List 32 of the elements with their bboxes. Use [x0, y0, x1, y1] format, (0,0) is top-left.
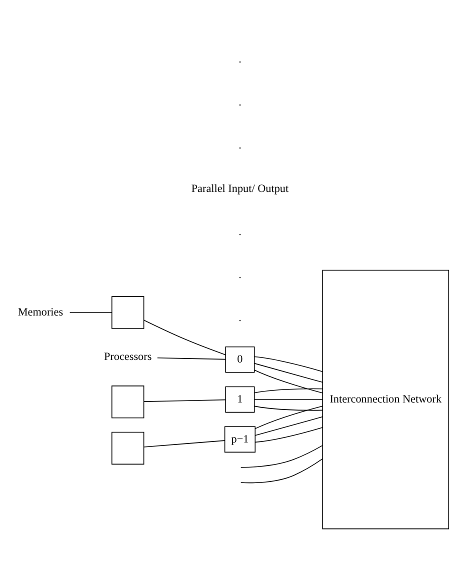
connector — [254, 427, 323, 443]
connector — [69, 312, 112, 313]
connector — [254, 363, 323, 383]
connector — [144, 399, 226, 402]
connector — [254, 406, 323, 411]
connector — [254, 388, 323, 394]
label: Parallel Input/ Output — [191, 182, 289, 195]
node-box — [112, 296, 144, 329]
label: . — [238, 96, 242, 109]
connector — [254, 399, 323, 400]
node-box: p−1 — [224, 426, 256, 453]
node-text: Memories — [18, 306, 64, 318]
node-box: 0 — [225, 346, 255, 373]
connector — [157, 357, 226, 360]
node-box: Interconnection Network — [322, 270, 450, 530]
connector — [254, 356, 323, 372]
node-box: 1 — [225, 386, 255, 413]
node-box — [112, 386, 144, 418]
node-text: Processors — [104, 351, 152, 364]
connector — [254, 416, 323, 436]
connector — [254, 406, 323, 429]
label: . — [238, 268, 242, 281]
connector — [240, 445, 323, 468]
connector — [143, 320, 226, 356]
label: . — [238, 226, 242, 238]
label: . — [238, 140, 242, 152]
node-box — [112, 432, 144, 465]
connector — [254, 370, 323, 394]
label: . — [238, 312, 242, 324]
connector — [144, 440, 226, 448]
connector — [240, 458, 323, 484]
label: . — [238, 54, 242, 66]
